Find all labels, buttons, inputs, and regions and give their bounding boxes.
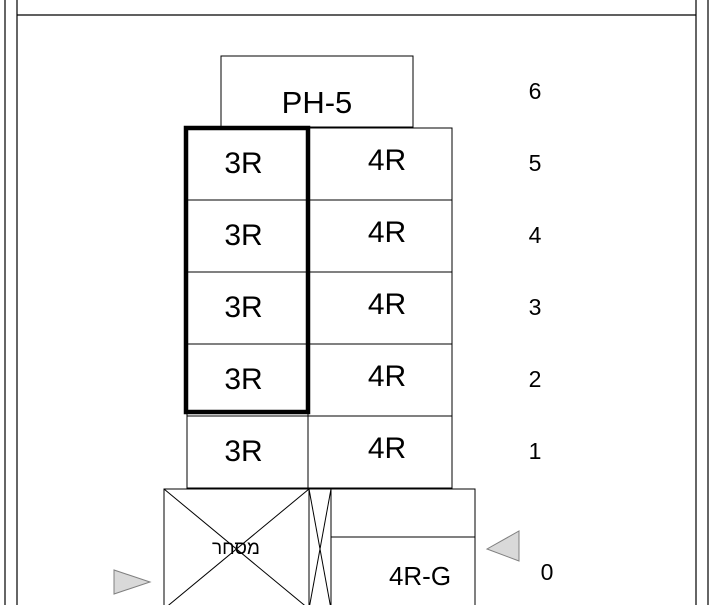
unit-cell-left: [186, 199, 309, 273]
unit-cell-left: [186, 271, 309, 345]
unit-label-left: 3R: [224, 147, 262, 180]
floor-row-5: 3R 4R 5: [186, 127, 542, 201]
triangle-arrow-right-icon: [113, 569, 152, 595]
unit-cell-left: [186, 415, 309, 489]
floor-number-3: 3: [529, 294, 542, 320]
floor-row-1: 3R 4R 1: [186, 415, 542, 489]
unit-cell-right: [307, 127, 453, 201]
commerce-label: מסחר: [212, 538, 260, 559]
unit-cell-right: [307, 343, 453, 417]
floor-row-2: 3R 4R 2: [186, 343, 542, 417]
penthouse-label: PH-5: [282, 85, 353, 120]
unit-cell-right: [307, 415, 453, 489]
page-frame: [4, 0, 709, 605]
ground-commerce: מסחר: [163, 488, 310, 605]
unit-label-left: 3R: [224, 291, 262, 324]
triangle-arrow-left-icon: [485, 530, 520, 562]
apartment-floors: 3R 4R 5 3R 4R 4 3R 4R 3 3R 4R 2 3R 4R 1: [186, 127, 542, 489]
floor-number-1: 1: [529, 438, 542, 464]
penthouse-unit: PH-5: [220, 55, 414, 128]
floor-number-2: 2: [529, 366, 542, 392]
unit-cell-right: [307, 199, 453, 273]
floor-number-6: 6: [529, 78, 542, 104]
ground-unit-label: 4R-G: [389, 561, 451, 591]
floor-row-4: 3R 4R 4: [186, 199, 542, 273]
floor-number-5: 5: [529, 150, 542, 176]
unit-label-left: 3R: [224, 435, 262, 468]
unit-label-right: 4R: [368, 360, 406, 393]
unit-label-right: 4R: [368, 432, 406, 465]
ground-unit-4r-g: 4R-G: [330, 488, 476, 605]
unit-label-right: 4R: [368, 144, 406, 177]
ground-shaft: [308, 488, 332, 605]
unit-label-right: 4R: [368, 288, 406, 321]
floor-number-4: 4: [529, 222, 542, 248]
unit-label-left: 3R: [224, 363, 262, 396]
unit-label-right: 4R: [368, 216, 406, 249]
floor-row-3: 3R 4R 3: [186, 271, 542, 345]
unit-label-left: 3R: [224, 219, 262, 252]
highlighted-units-frame: [183, 125, 311, 415]
unit-cell-right: [307, 271, 453, 345]
floor-number-0: 0: [541, 559, 554, 585]
